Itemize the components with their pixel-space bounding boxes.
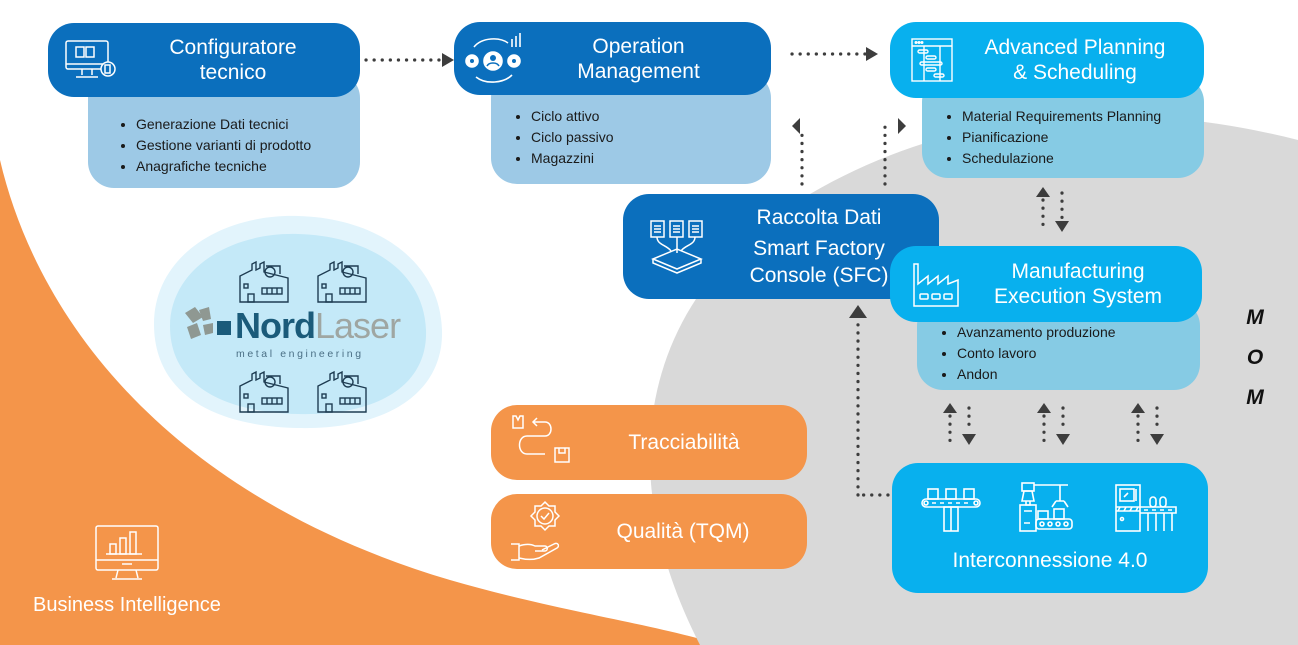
title-line: Configuratore xyxy=(169,36,297,59)
mom-label: M O M xyxy=(1240,298,1270,418)
list-item: Schedulazione xyxy=(944,148,1204,169)
nordlaser-logo-bubble xyxy=(154,215,443,429)
aps-title: Advanced Planning & Scheduling xyxy=(946,35,1204,85)
operation-list: Ciclo attivo Ciclo passivo Magazzini xyxy=(513,106,771,169)
title-line: Console (SFC) xyxy=(749,264,889,287)
title-line: Operation xyxy=(592,34,685,58)
gears-person-icon xyxy=(460,32,526,85)
list-item: Gestione varianti di prodotto xyxy=(118,135,360,156)
title-line: Smart Factory xyxy=(753,237,885,260)
mom-letter: M xyxy=(1246,306,1264,329)
brand-tagline: metal engineering xyxy=(236,348,364,360)
list-item: Andon xyxy=(939,364,1200,385)
operation-management-block[interactable]: Operation Management xyxy=(454,22,771,95)
list-item: Conto lavoro xyxy=(939,343,1200,364)
configuratore-title: Configuratore tecnico xyxy=(106,35,360,85)
tracciabilita-title: Tracciabilità xyxy=(628,431,740,454)
mes-list: Avanzamento produzione Conto lavoro Ando… xyxy=(939,322,1200,385)
title-line: tecnico xyxy=(199,61,267,84)
sfc-title: Raccolta Dati Smart Factory Console (SFC… xyxy=(699,204,939,289)
operation-title: Operation Management xyxy=(506,34,771,84)
title-line: Raccolta Dati xyxy=(756,206,882,229)
brand-nord: Nord xyxy=(235,305,316,346)
interconnessione-block[interactable]: Interconnessione 4.0 xyxy=(892,463,1208,593)
aps-list: Material Requirements Planning Pianifica… xyxy=(944,106,1204,169)
title-line: Execution System xyxy=(993,285,1163,308)
list-item: Anagrafiche tecniche xyxy=(118,156,360,177)
robot-arm-line-icon xyxy=(1018,481,1074,533)
business-intelligence-label: Business Intelligence xyxy=(33,594,221,616)
interconnessione-title: Interconnessione 4.0 xyxy=(952,549,1148,572)
traceability-path-icon xyxy=(511,412,577,474)
advanced-planning-block[interactable]: Advanced Planning & Scheduling xyxy=(890,22,1204,98)
list-item: Generazione Dati tecnici xyxy=(118,114,360,135)
conveyor-icon xyxy=(920,487,982,533)
configuratore-tecnico-block[interactable]: Configuratore tecnico xyxy=(48,23,360,97)
list-item: Material Requirements Planning xyxy=(944,106,1204,127)
factory-icon xyxy=(238,258,290,304)
monitor-bar-chart-icon xyxy=(94,524,160,582)
mes-title: Manufacturing Execution System xyxy=(954,259,1202,309)
mom-letter: O xyxy=(1246,346,1264,369)
title-line: Advanced Planning xyxy=(984,36,1166,59)
smart-factory-console-block[interactable]: Raccolta Dati Smart Factory Console (SFC… xyxy=(623,194,939,299)
factory-icon xyxy=(238,368,290,414)
gantt-chart-icon xyxy=(910,37,956,83)
factory-icon xyxy=(316,368,368,414)
configuratore-list: Generazione Dati tecnici Gestione varian… xyxy=(118,114,360,177)
factory-icon xyxy=(316,258,368,304)
monitor-documents-icon xyxy=(64,39,116,81)
qualita-block[interactable]: Qualità (TQM) xyxy=(491,494,807,569)
quality-badge-hand-icon xyxy=(509,500,575,564)
manufacturing-execution-block[interactable]: Manufacturing Execution System xyxy=(890,246,1202,322)
brand-laser: Laser xyxy=(315,305,401,346)
mom-letter: M xyxy=(1246,386,1264,409)
data-collection-icon xyxy=(647,219,707,275)
title-line: & Scheduling xyxy=(1013,61,1137,84)
qualita-title: Qualità (TQM) xyxy=(616,520,750,543)
list-item: Ciclo passivo xyxy=(513,127,771,148)
title-line: Manufacturing xyxy=(1011,260,1145,283)
list-item: Pianificazione xyxy=(944,127,1204,148)
cnc-machine-icon xyxy=(1114,483,1178,533)
orange-area xyxy=(0,160,720,645)
list-item: Ciclo attivo xyxy=(513,106,771,127)
nordlaser-wordmark: NordLaser xyxy=(235,305,401,347)
factory-icon xyxy=(912,260,960,308)
tracciabilita-block[interactable]: Tracciabilità xyxy=(491,405,807,480)
list-item: Avanzamento produzione xyxy=(939,322,1200,343)
nordlaser-logo-mark xyxy=(183,307,235,347)
title-line: Management xyxy=(577,59,700,83)
list-item: Magazzini xyxy=(513,148,771,169)
